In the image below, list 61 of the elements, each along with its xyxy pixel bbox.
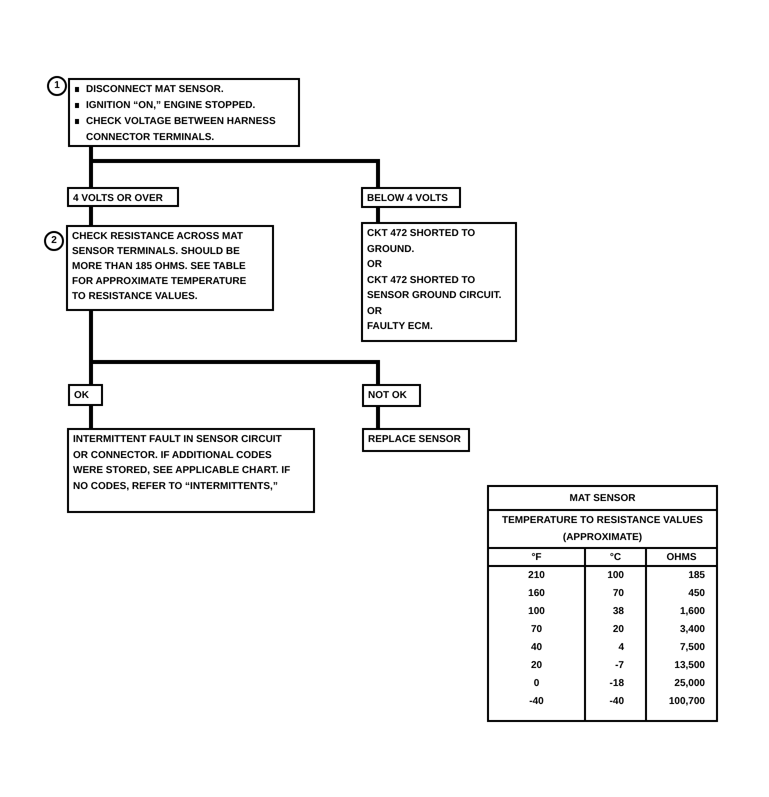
celsius-value: 4 — [618, 642, 624, 654]
condition-text: BELOW 4 VOLTS — [367, 192, 449, 206]
ohms-value: 185 — [688, 570, 705, 582]
condition-box — [67, 187, 179, 207]
step-box — [66, 225, 274, 311]
fahrenheit-value: 210 — [528, 570, 545, 582]
result-text: CKT 472 SHORTED TO SENSOR GROUND CIRCUIT. — [367, 274, 502, 303]
table-subtitle: TEMPERATURE TO RESISTANCE VALUES (APPROXIMATE) — [501, 514, 704, 545]
result-text: INTERMITTENT FAULT IN SENSOR CIRCUIT OR CONNECTOR. IF ADDITIONAL CODES WERE STORED, SEE APPLICABLE CHART. IF NO CODES, REFER TO “INTERMITTENTS,” — [73, 433, 292, 494]
celsius-value: 20 — [612, 624, 624, 636]
step-box — [68, 78, 300, 147]
fahrenheit-value: 20 — [530, 660, 542, 672]
celsius-value: -40 — [610, 696, 624, 708]
column-header: OHMS — [666, 550, 696, 564]
result-text: REPLACE SENSOR — [368, 433, 462, 447]
condition-box — [362, 384, 421, 407]
result-box — [362, 428, 470, 452]
result-box — [361, 222, 517, 342]
connector-line — [89, 406, 93, 428]
step-number: 2 — [44, 231, 64, 251]
step-number: 1 — [47, 76, 67, 96]
result-text: OR — [367, 304, 383, 318]
condition-box — [361, 187, 461, 208]
celsius-value: 38 — [612, 606, 624, 618]
table-title: MAT SENSOR — [570, 492, 636, 506]
result-text: FAULTY ECM. — [367, 320, 434, 334]
column-header: °F — [531, 550, 542, 564]
ohms-value: 7,500 — [680, 642, 705, 654]
instruction-text: CHECK RESISTANCE ACROSS MAT SENSOR TERMINALS. SHOULD BE MORE THAN 185 OHMS. SEE TABLE FOR APPROXIMATE TEMPERATURE TO RESISTANCE VALUES. — [72, 230, 248, 304]
condition-text: NOT OK — [368, 389, 408, 403]
instruction-text: IGNITION “ON,” ENGINE STOPPED. — [86, 99, 256, 113]
ohms-value: 25,000 — [674, 678, 705, 690]
fahrenheit-value: -40 — [529, 696, 544, 708]
ohms-value: 13,500 — [674, 660, 705, 672]
connector-line — [376, 208, 380, 222]
result-text: CKT 472 SHORTED TO GROUND. — [367, 227, 476, 256]
celsius-value: -7 — [615, 660, 624, 672]
fahrenheit-value: 40 — [530, 642, 542, 654]
instruction-text: DISCONNECT MAT SENSOR. — [86, 83, 224, 97]
connector-line — [89, 207, 93, 225]
ohms-value: 450 — [688, 588, 705, 600]
ohms-value: 1,600 — [680, 606, 705, 618]
connector-line — [89, 147, 380, 187]
result-text: OR — [367, 258, 383, 272]
ohms-value: 3,400 — [680, 624, 705, 636]
celsius-value: 100 — [607, 570, 624, 582]
fahrenheit-value: 160 — [528, 588, 545, 600]
fahrenheit-value: 100 — [528, 606, 545, 618]
column-header: °C — [610, 550, 622, 564]
condition-text: 4 VOLTS OR OVER — [73, 192, 164, 206]
celsius-value: 70 — [612, 588, 624, 600]
connector-line — [376, 407, 380, 428]
condition-box — [68, 384, 103, 406]
fahrenheit-value: 70 — [530, 624, 542, 636]
instruction-text: CHECK VOLTAGE BETWEEN HARNESS CONNECTOR TERMINALS. — [86, 115, 277, 145]
ohms-value: 100,700 — [668, 696, 705, 708]
result-box — [67, 428, 315, 513]
fahrenheit-value: 0 — [534, 678, 540, 690]
condition-text: OK — [74, 389, 90, 403]
connector-line — [89, 311, 380, 384]
celsius-value: -18 — [610, 678, 624, 690]
